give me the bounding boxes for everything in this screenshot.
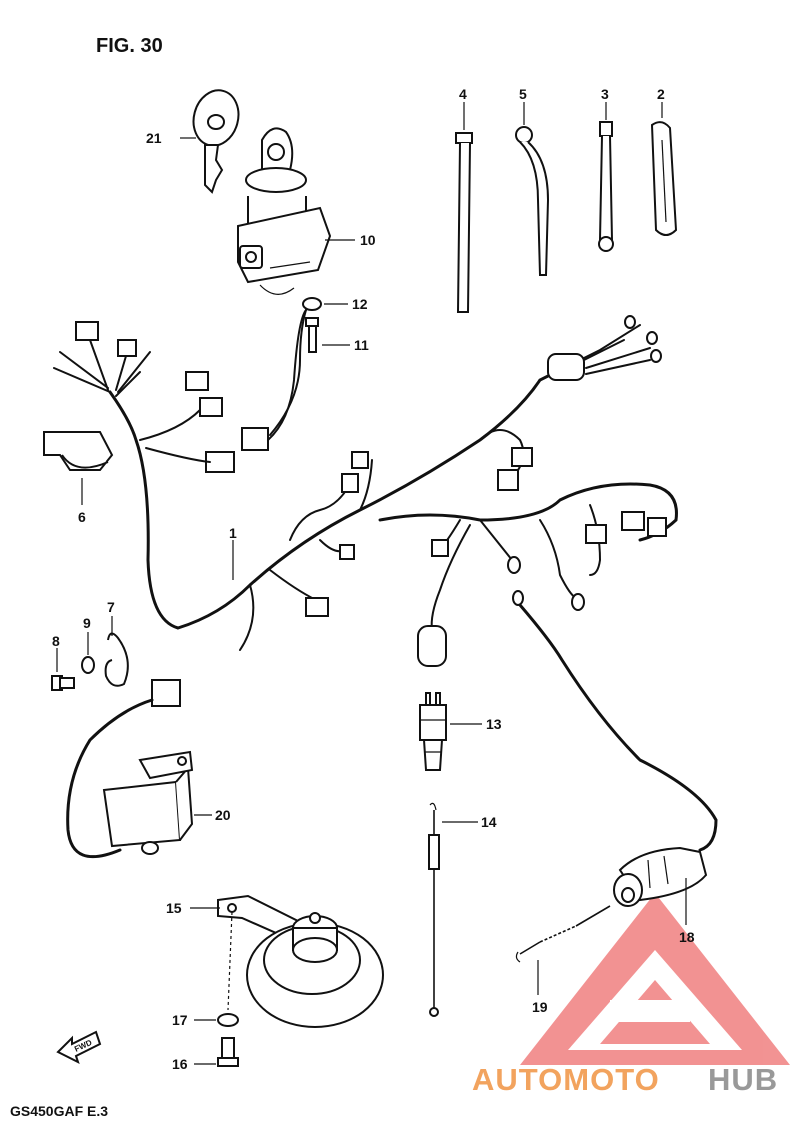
callout-13: 13 bbox=[486, 716, 502, 732]
callout-21: 21 bbox=[146, 130, 162, 146]
watermark-text-primary: AUTOMOTO bbox=[472, 1062, 660, 1097]
callout-12: 12 bbox=[352, 296, 368, 312]
watermark-text-secondary: HUB bbox=[708, 1062, 778, 1097]
callout-9: 9 bbox=[83, 615, 91, 631]
rod-spring-part bbox=[515, 905, 611, 963]
callout-5: 5 bbox=[519, 86, 527, 102]
brake-light-switch-part bbox=[419, 692, 447, 771]
callout-20: 20 bbox=[215, 807, 231, 823]
screw-part bbox=[305, 317, 319, 353]
callout-11: 11 bbox=[354, 337, 369, 353]
fwd-arrow-icon: FWD bbox=[56, 1030, 102, 1064]
callout-10: 10 bbox=[360, 232, 376, 248]
callout-17: 17 bbox=[172, 1012, 188, 1028]
wiring-harness-part bbox=[53, 309, 678, 667]
key-part bbox=[192, 89, 240, 194]
callout-18: 18 bbox=[679, 929, 695, 945]
callout-8: 8 bbox=[52, 633, 60, 649]
band-clamp-part bbox=[598, 121, 614, 252]
automotohub-triangle-logo-icon bbox=[520, 893, 790, 1065]
cable-tie-part bbox=[455, 132, 473, 313]
callout-1: 1 bbox=[229, 525, 237, 541]
horn-washer-part bbox=[217, 1013, 239, 1027]
callout-7: 7 bbox=[107, 599, 115, 615]
spring-rod-part bbox=[428, 802, 440, 1017]
callout-15: 15 bbox=[166, 900, 182, 916]
figure-title: FIG. 30 bbox=[96, 35, 163, 57]
horn-part bbox=[217, 894, 384, 1028]
bracket-part bbox=[43, 431, 114, 471]
sensor-switch-part bbox=[512, 590, 718, 907]
clip-part bbox=[104, 632, 129, 687]
washer-part bbox=[302, 297, 322, 311]
callout-6: 6 bbox=[78, 509, 86, 525]
nut-part bbox=[81, 656, 95, 674]
footer-code: GS450GAF E.3 bbox=[10, 1103, 108, 1119]
callout-2: 2 bbox=[657, 86, 665, 102]
callout-14: 14 bbox=[481, 814, 497, 830]
relay-part bbox=[66, 679, 194, 859]
callout-16: 16 bbox=[172, 1056, 188, 1072]
horn-bolt-part bbox=[217, 1037, 239, 1067]
bolt-part bbox=[51, 675, 75, 691]
callout-4: 4 bbox=[459, 86, 467, 102]
wire-clamp-part bbox=[515, 126, 550, 276]
holder-part bbox=[650, 121, 678, 236]
callout-19: 19 bbox=[532, 999, 548, 1015]
callout-3: 3 bbox=[601, 86, 609, 102]
ignition-switch-part bbox=[237, 127, 332, 295]
